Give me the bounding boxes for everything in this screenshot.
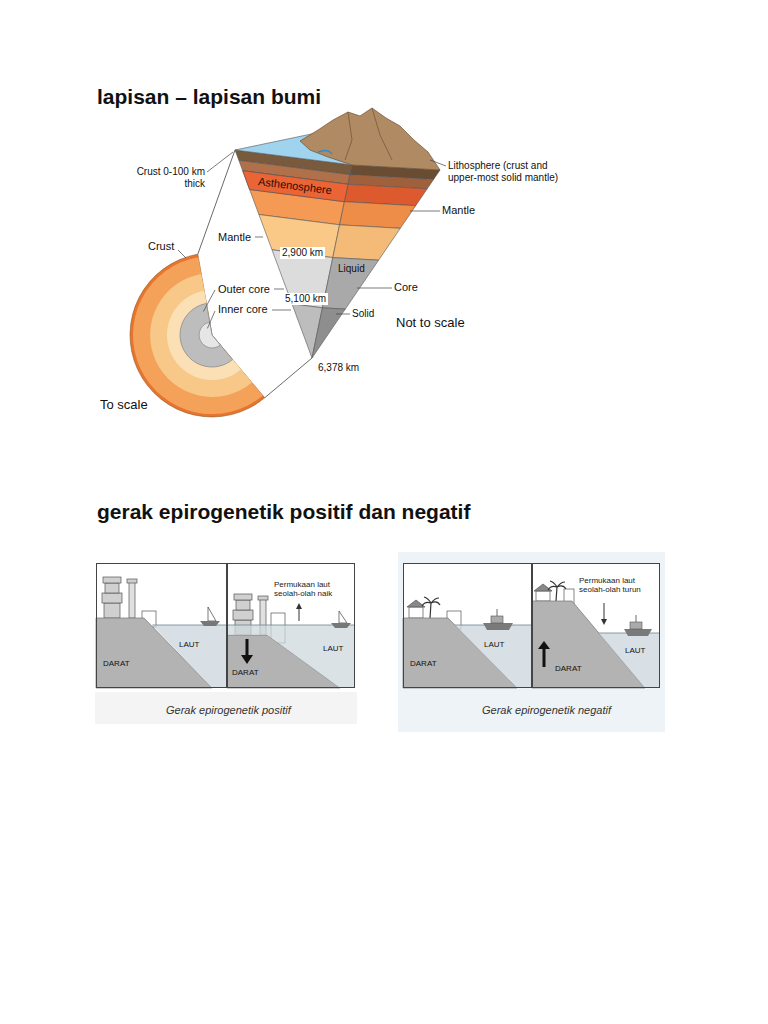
scene-panel: DARAT LAUT xyxy=(96,563,227,688)
scene-panel: DARAT LAUT xyxy=(403,563,532,688)
figure-caption: Gerak epirogenetik negatif xyxy=(482,704,611,717)
area-name: LAUT xyxy=(323,644,343,653)
section-heading: gerak epirogenetik positif dan negatif xyxy=(97,500,470,524)
sea-level-note: Permukaan laut seolah-olah turun xyxy=(579,576,651,594)
area-name: DARAT xyxy=(103,659,130,668)
layer-label: Crust 0-100 km thick xyxy=(125,166,205,189)
cone-top-face xyxy=(235,108,440,170)
band-shape xyxy=(243,171,348,202)
depth-label: 5,100 km xyxy=(283,293,328,305)
panel-scene xyxy=(532,581,660,688)
figure-caption: Gerak epirogenetik positif xyxy=(166,704,291,717)
panel-sky xyxy=(403,563,660,688)
state-label: Liquid xyxy=(338,263,365,275)
depth-label: 2,900 km xyxy=(280,247,325,259)
earth-sector xyxy=(130,254,265,417)
area-name: LAUT xyxy=(484,640,504,649)
layer-label: Mantle xyxy=(218,231,251,244)
scale-note: To scale xyxy=(100,398,148,413)
leader-lines xyxy=(178,152,446,328)
depth-label: 6,378 km xyxy=(318,362,359,374)
layer-label: Core xyxy=(394,281,418,294)
layer-label: Crust xyxy=(148,240,174,253)
area-name: LAUT xyxy=(179,640,199,649)
layer-band: Asthenosphere xyxy=(242,170,349,202)
layer-label: Inner core xyxy=(218,303,268,316)
area-name: DARAT xyxy=(410,659,437,668)
panel-scene xyxy=(227,594,355,688)
state-label: Solid xyxy=(352,308,374,320)
layer-label: Outer core xyxy=(218,283,270,296)
figure-ground xyxy=(398,552,665,732)
panel-sky xyxy=(96,563,355,688)
scene-panel: Permukaan laut seolah-olah naikDARAT LAUT xyxy=(227,563,355,688)
layer-label: Mantle xyxy=(442,204,475,217)
layer-label: Lithosphere (crust and upper-most solid … xyxy=(448,160,560,183)
scale-note: Not to scale xyxy=(396,316,465,331)
panel-scene xyxy=(96,577,227,688)
page-title: lapisan – lapisan bumi xyxy=(97,85,321,109)
area-name: DARAT xyxy=(555,664,582,673)
area-name: LAUT xyxy=(625,646,645,655)
panel-scene xyxy=(403,597,532,688)
scene-panel: Permukaan laut seolah-olah turunDARAT LAU… xyxy=(532,563,660,688)
caption-strip xyxy=(95,692,357,724)
area-name: DARAT xyxy=(232,668,259,677)
sea-level-note: Permukaan laut seolah-olah naik xyxy=(274,580,340,598)
